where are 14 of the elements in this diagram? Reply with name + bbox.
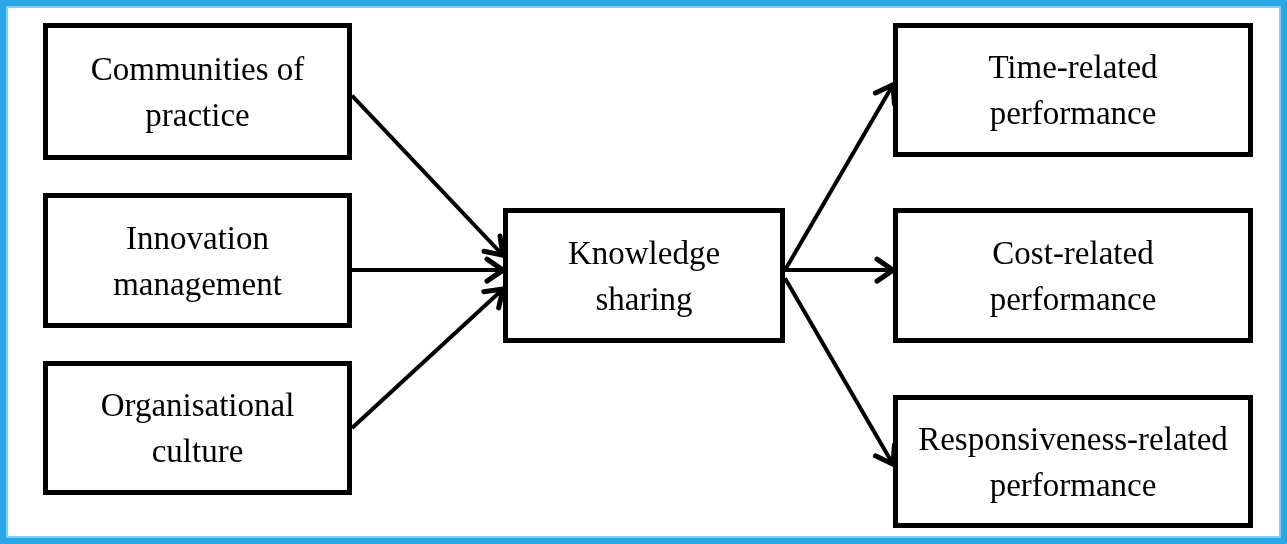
concept-box — [43, 193, 352, 328]
box-label: Cost-related performance — [988, 233, 1158, 319]
box-label: Responsiveness-related performance — [917, 419, 1229, 505]
box-label: Organisational culture — [99, 386, 296, 471]
box-label: Innovation management — [112, 218, 283, 304]
box-label: Knowledge sharing — [566, 233, 722, 319]
concept-box — [893, 395, 1253, 528]
concept-box — [43, 361, 352, 495]
box-label: Time-related performance — [987, 48, 1159, 133]
concept-box — [503, 208, 785, 343]
concept-box — [893, 23, 1253, 157]
concept-box — [43, 23, 352, 160]
box-label: Communities of practice — [89, 49, 306, 135]
concept-box — [893, 208, 1253, 343]
